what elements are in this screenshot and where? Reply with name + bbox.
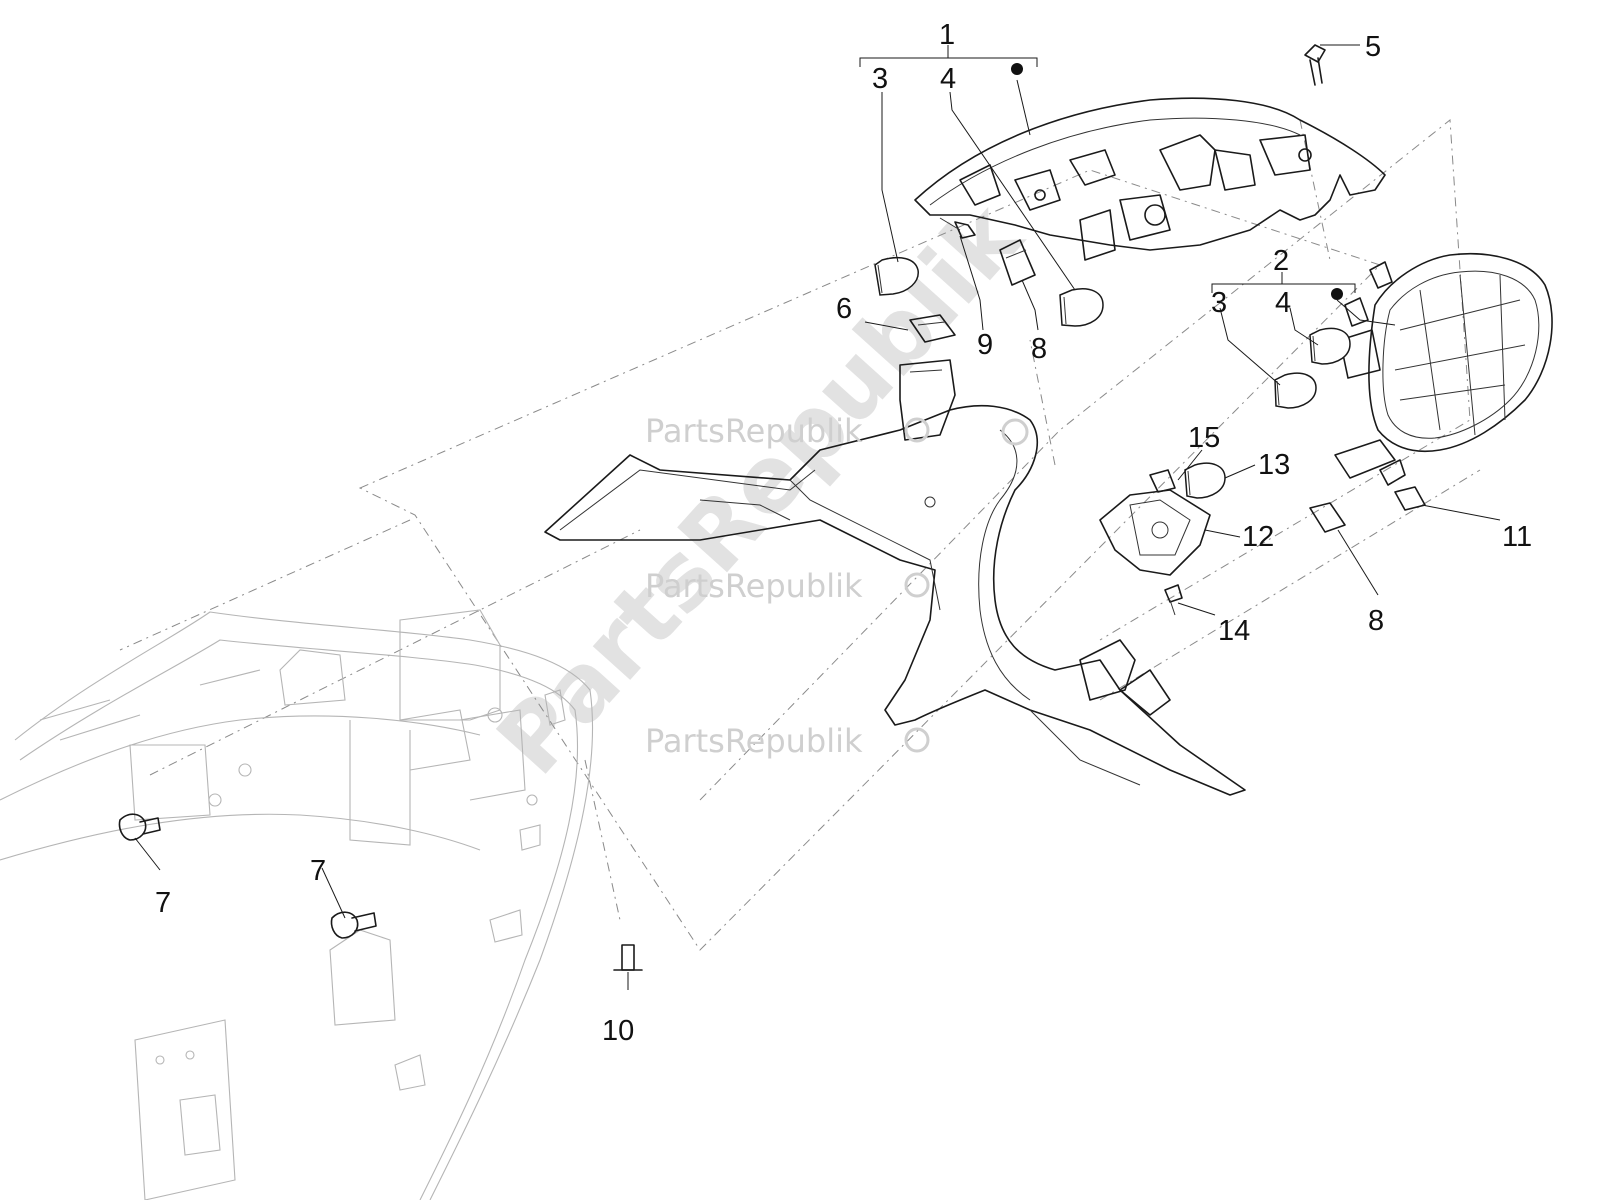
hardware-parts [118,44,1426,971]
callout-3-lower: 3 [1211,287,1227,319]
bulb-part-3-upper [874,257,919,296]
callout-6: 6 [836,293,852,325]
screw-part-7-right [330,911,377,939]
callout-2: 2 [1273,245,1289,277]
callout-7-right: 7 [310,855,326,887]
watermark-gear-icon [904,572,930,598]
screw-part-10 [613,944,643,971]
leader-lines [134,44,1501,990]
watermark-gear-icon [1001,418,1029,446]
callout-14: 14 [1218,615,1250,647]
nut-part-11 [1394,486,1426,511]
callout-5: 5 [1365,31,1381,63]
bulb-part-13 [1184,462,1226,499]
watermark-labels: PartsRepublik PartsRepublik PartsRepubli… [645,412,1029,760]
watermark-label-1: PartsRepublik [645,412,863,450]
screw-part-5 [1304,44,1326,86]
right-turn-indicator [1334,252,1553,486]
screw-part-14 [1164,584,1183,616]
screw-part-7-left [118,813,161,841]
watermark-gear-icon [904,727,930,753]
watermark-label-2: PartsRepublik [645,567,863,605]
left-tail-light [914,97,1386,261]
callout-4-lower: 4 [1275,287,1291,319]
bulb-part-4-upper [1059,288,1104,327]
callout-10: 10 [602,1015,634,1047]
license-plate-holder [544,359,1246,796]
callout-15: 15 [1188,422,1220,454]
callout-1: 1 [939,19,955,51]
rear-body-frame [0,609,594,1200]
watermark-gear-icon [904,417,930,443]
callout-4-upper: 4 [940,63,956,95]
bulb-part-3-lower [1274,372,1317,409]
callout-11: 11 [1502,521,1532,553]
callout-9: 9 [977,329,993,361]
screw-part-9 [939,217,976,239]
callout-7-left: 7 [155,887,171,919]
callout-13: 13 [1258,449,1290,481]
watermark-label-3: PartsRepublik [645,722,863,760]
callout-12: 12 [1242,521,1274,553]
callout-8-upper: 8 [1031,333,1047,365]
callout-8-lower: 8 [1368,605,1384,637]
assembly-dashed-lines [119,119,1481,951]
license-light-part-12 [1099,489,1211,576]
clip-part-8-upper [999,239,1036,286]
callout-3-upper: 3 [872,63,888,95]
callout-numbers: 1 3 4 5 6 9 8 2 3 4 15 13 12 11 8 14 7 7… [155,19,1532,1047]
nut-part-15 [1149,469,1176,493]
group-brackets [859,45,1356,300]
clip-part-6 [909,314,956,343]
bulb-part-4-lower [1309,327,1351,365]
clip-part-8-lower [1309,502,1346,533]
